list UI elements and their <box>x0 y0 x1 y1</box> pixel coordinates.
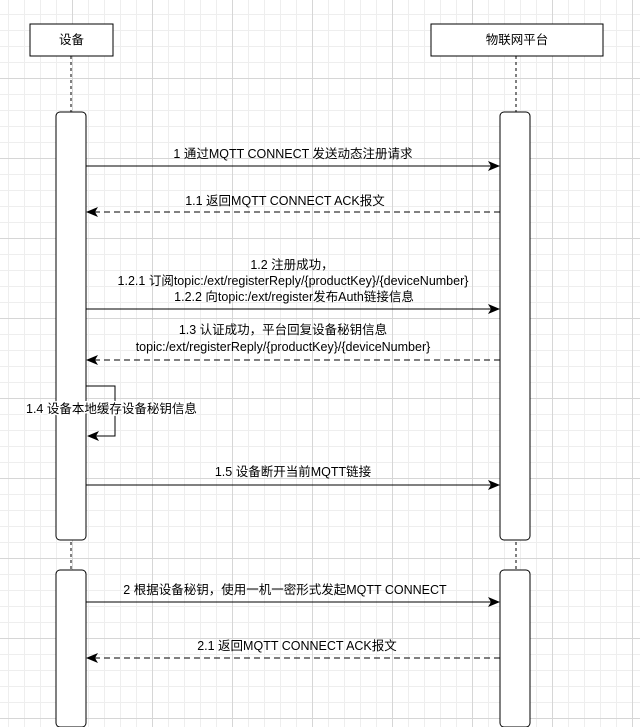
message-1-1-label: 1.1 返回MQTT CONNECT ACK报文 <box>185 193 385 208</box>
device-participant-label: 设备 <box>59 32 85 47</box>
device-activation-1 <box>55 111 87 541</box>
message-1-2-label-line3: 1.2.2 向topic:/ext/register发布Auth链接信息 <box>174 289 414 304</box>
message-1-3-label-line1: 1.3 认证成功，平台回复设备秘钥信息 <box>179 322 387 337</box>
platform-activation-2 <box>499 569 531 727</box>
message-1-2-label-line2: 1.2.1 订阅topic:/ext/registerReply/{produc… <box>118 274 469 288</box>
message-1-4-label: 1.4 设备本地缓存设备秘钥信息 <box>26 401 197 416</box>
message-1-5-label: 1.5 设备断开当前MQTT链接 <box>215 464 372 479</box>
message-2-label: 2 根据设备秘钥，使用一机一密形式发起MQTT CONNECT <box>123 582 447 597</box>
message-1-2-label-line1: 1.2 注册成功， <box>250 257 333 272</box>
platform-participant-label: 物联网平台 <box>486 32 549 47</box>
platform-participant[interactable]: 物联网平台 <box>430 23 604 57</box>
message-1-4-self-arrow <box>86 385 116 441</box>
platform-activation-1 <box>499 111 531 541</box>
device-activation-2 <box>55 569 87 727</box>
message-1-3-label-line2: topic:/ext/registerReply/{productKey}/{d… <box>136 340 431 354</box>
message-1-label: 1 通过MQTT CONNECT 发送动态注册请求 <box>173 146 413 161</box>
message-2-1-label: 2.1 返回MQTT CONNECT ACK报文 <box>197 638 397 653</box>
device-participant[interactable]: 设备 <box>29 23 114 57</box>
